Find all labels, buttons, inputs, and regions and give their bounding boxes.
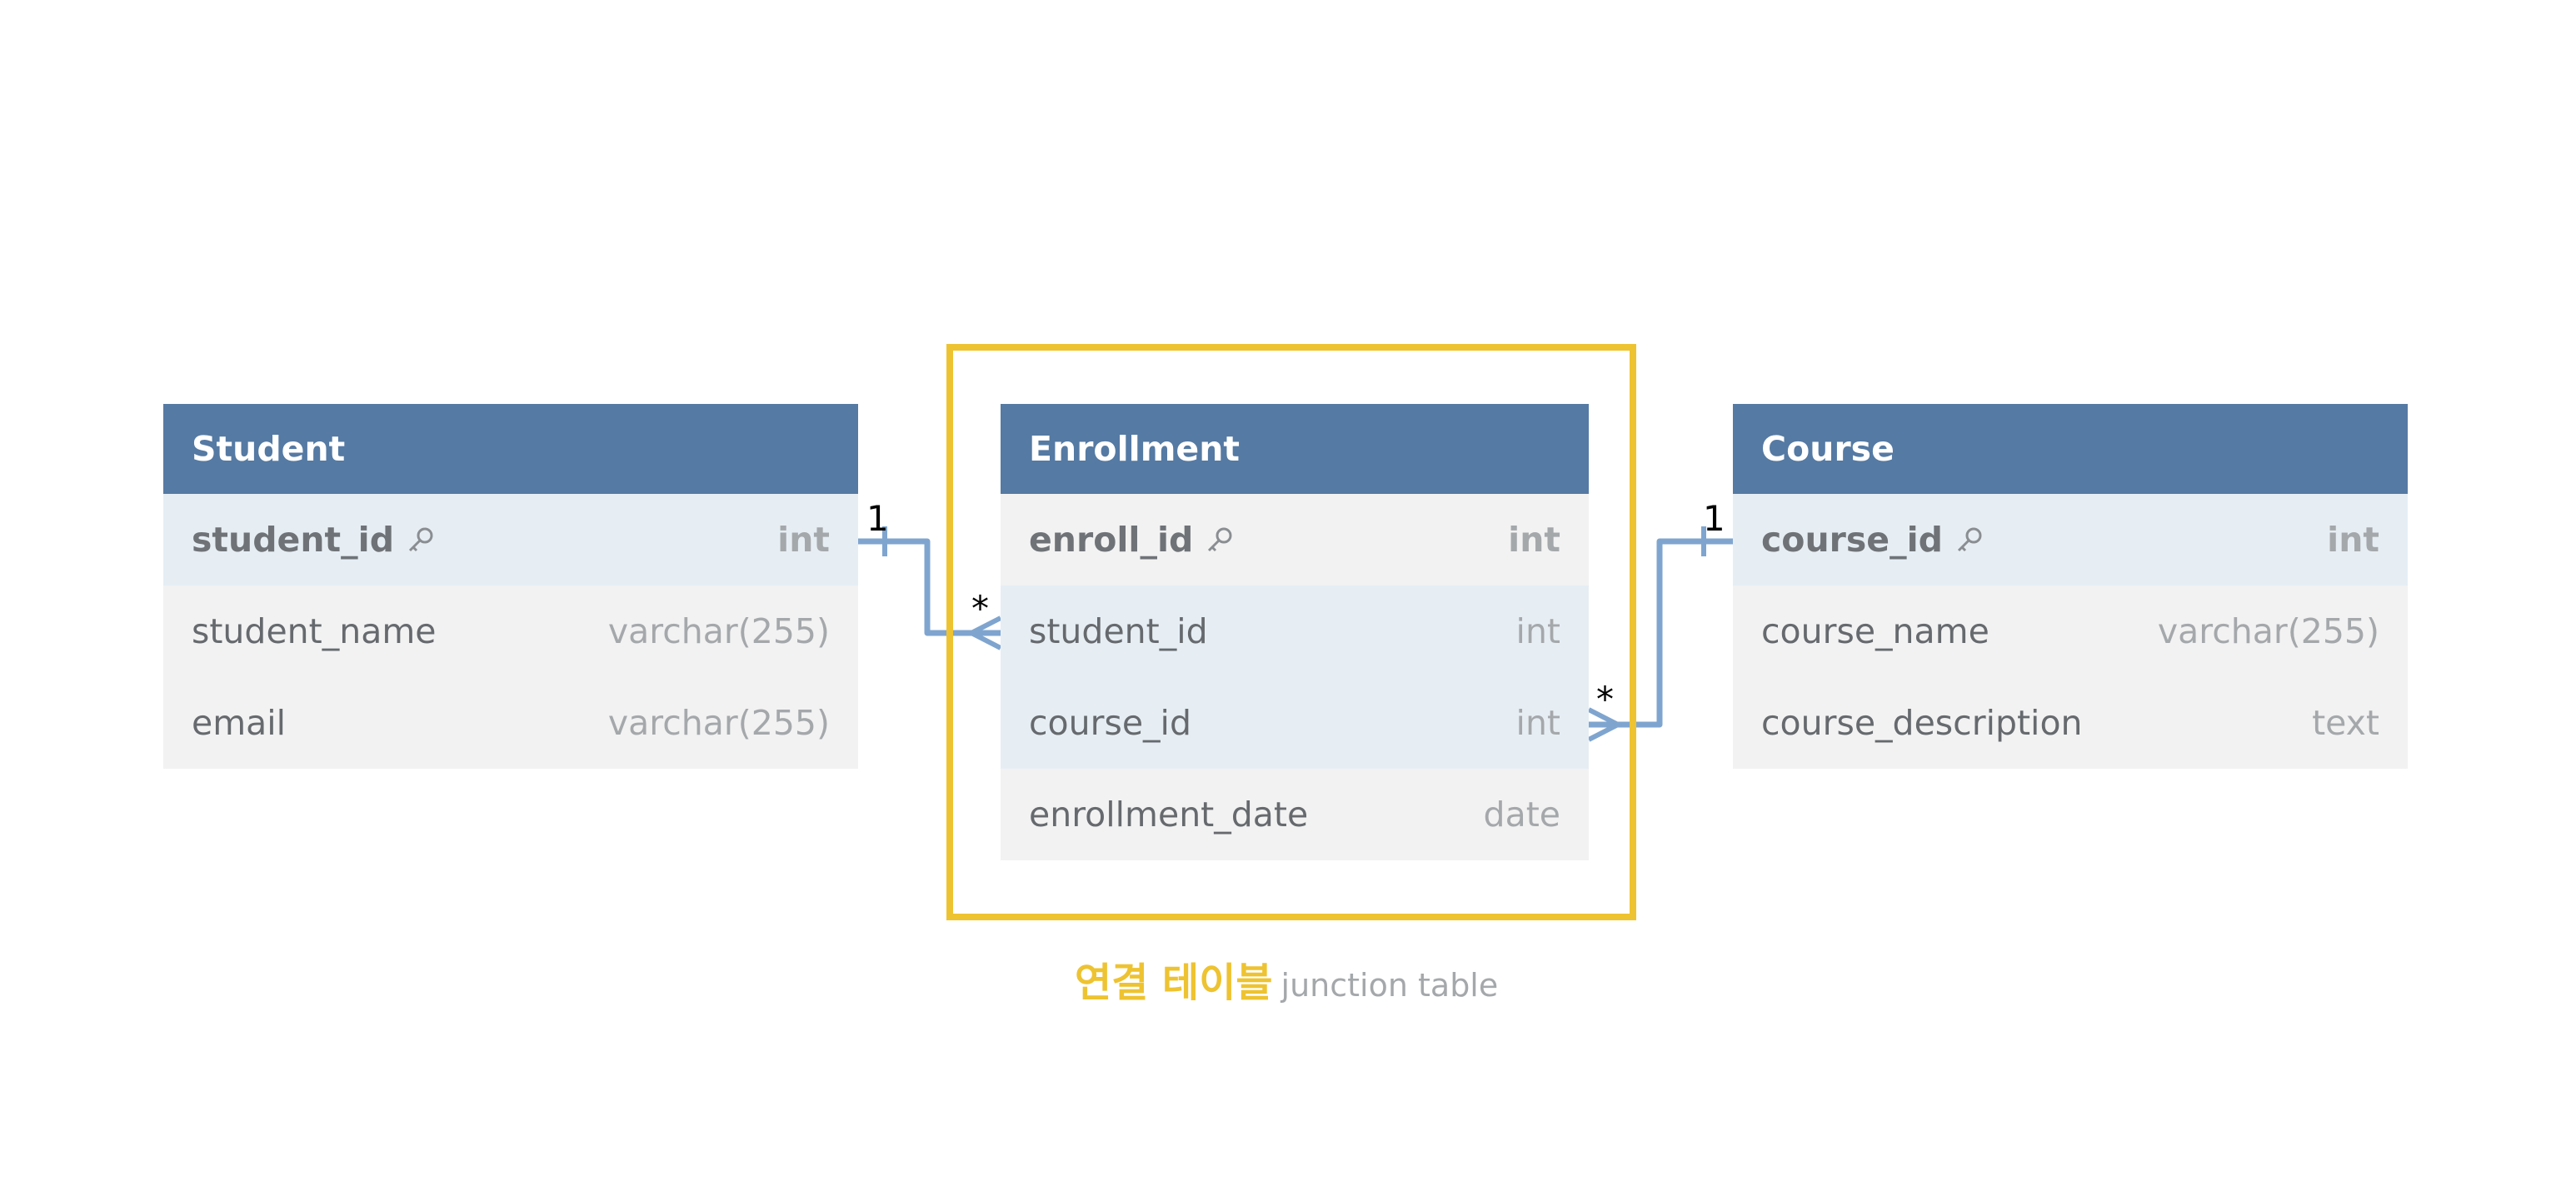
- table-row: student_name varchar(255): [163, 586, 858, 677]
- column-type: text: [2312, 703, 2379, 743]
- column-name: student_id: [1029, 611, 1208, 651]
- column-name: student_id: [192, 520, 395, 560]
- key-icon: [408, 527, 433, 552]
- key-icon: [1208, 527, 1232, 552]
- column-name: course_name: [1761, 611, 1989, 651]
- key-icon: [1957, 527, 1982, 552]
- column-type: int: [2327, 520, 2379, 560]
- caption-english: junction table: [1281, 967, 1499, 1004]
- table-header: Student: [163, 404, 858, 494]
- caption-korean: 연결 테이블: [1075, 959, 1273, 1006]
- relation-course-enrollment: [1589, 538, 1733, 728]
- table-row: email varchar(255): [163, 677, 858, 769]
- column-type: varchar(255): [607, 611, 830, 651]
- cardinality-label: 1: [866, 498, 889, 539]
- column-name: student_name: [192, 611, 437, 651]
- column-type: varchar(255): [2157, 611, 2379, 651]
- student-table[interactable]: Student student_id int student_name varc…: [163, 404, 858, 769]
- table-row: enroll_id int: [1001, 494, 1589, 586]
- column-type: int: [1508, 520, 1560, 560]
- column-name: course_description: [1761, 703, 2083, 743]
- column-type: varchar(255): [607, 703, 830, 743]
- cardinality-label: 1: [1703, 498, 1725, 539]
- column-name: email: [192, 703, 287, 743]
- relation-student-enrollment: [858, 538, 1001, 636]
- table-row: enrollment_date date: [1001, 769, 1589, 860]
- column-type: int: [1515, 703, 1560, 743]
- table-row: course_description text: [1733, 677, 2408, 769]
- table-row: course_id int: [1733, 494, 2408, 586]
- course-table[interactable]: Course course_id int course_name varchar…: [1733, 404, 2408, 769]
- table-row: course_id int: [1001, 677, 1589, 769]
- cardinality-label: *: [971, 588, 989, 629]
- junction-table-highlight: [946, 344, 1636, 920]
- table-header: Enrollment: [1001, 404, 1589, 494]
- column-name: enroll_id: [1029, 520, 1194, 560]
- column-type: date: [1483, 795, 1560, 835]
- many-marker: [1587, 707, 1624, 742]
- enrollment-table[interactable]: Enrollment enroll_id int student_id int …: [1001, 404, 1589, 860]
- column-type: int: [777, 520, 830, 560]
- column-name: enrollment_date: [1029, 795, 1309, 835]
- cardinality-label: *: [1596, 679, 1614, 720]
- column-type: int: [1515, 611, 1560, 651]
- table-row: course_name varchar(255): [1733, 586, 2408, 677]
- table-header: Course: [1733, 404, 2408, 494]
- table-row: student_id int: [163, 494, 858, 586]
- column-name: course_id: [1029, 703, 1191, 743]
- column-name: course_id: [1761, 520, 1943, 560]
- table-row: student_id int: [1001, 586, 1589, 677]
- many-marker: [966, 615, 1002, 650]
